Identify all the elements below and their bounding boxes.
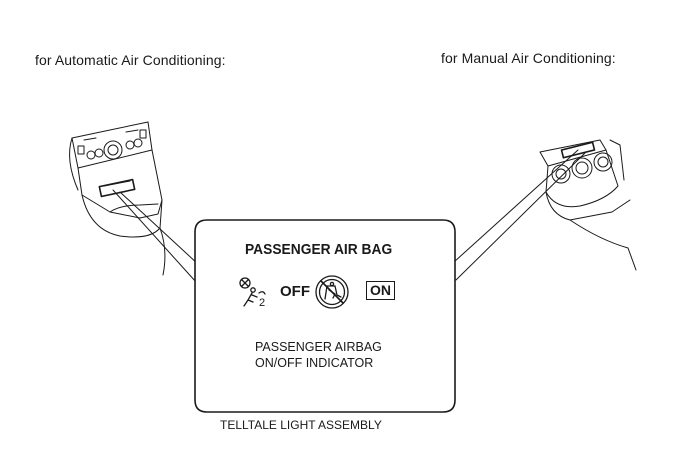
airbag-off-passenger-icon: 2: [239, 277, 266, 308]
automatic-ac-caption: for Automatic Air Conditioning:: [35, 52, 226, 68]
left-center-console: [69, 121, 166, 276]
panel-title: PASSENGER AIR BAG: [245, 241, 393, 258]
indicator-label-line2: ON/OFF INDICATOR: [255, 356, 374, 370]
on-label: ON: [366, 281, 395, 300]
indicator-panel: PASSENGER AIR BAG 2 OFF ON PASSENGER AIR…: [195, 220, 455, 412]
telltale-light-assembly-label: TELLTALE LIGHT ASSEMBLY: [220, 418, 382, 432]
indicator-panel-frame: [194, 219, 456, 413]
off-label: OFF: [280, 283, 310, 300]
right-center-console: [539, 139, 637, 271]
svg-text:2: 2: [259, 297, 265, 308]
indicator-label-line1: PASSENGER AIRBAG: [255, 340, 382, 354]
child-seat-prohibited-icon: [315, 275, 349, 309]
indicator-label: PASSENGER AIRBAG ON/OFF INDICATOR: [255, 339, 382, 371]
manual-ac-caption: for Manual Air Conditioning:: [441, 50, 616, 66]
